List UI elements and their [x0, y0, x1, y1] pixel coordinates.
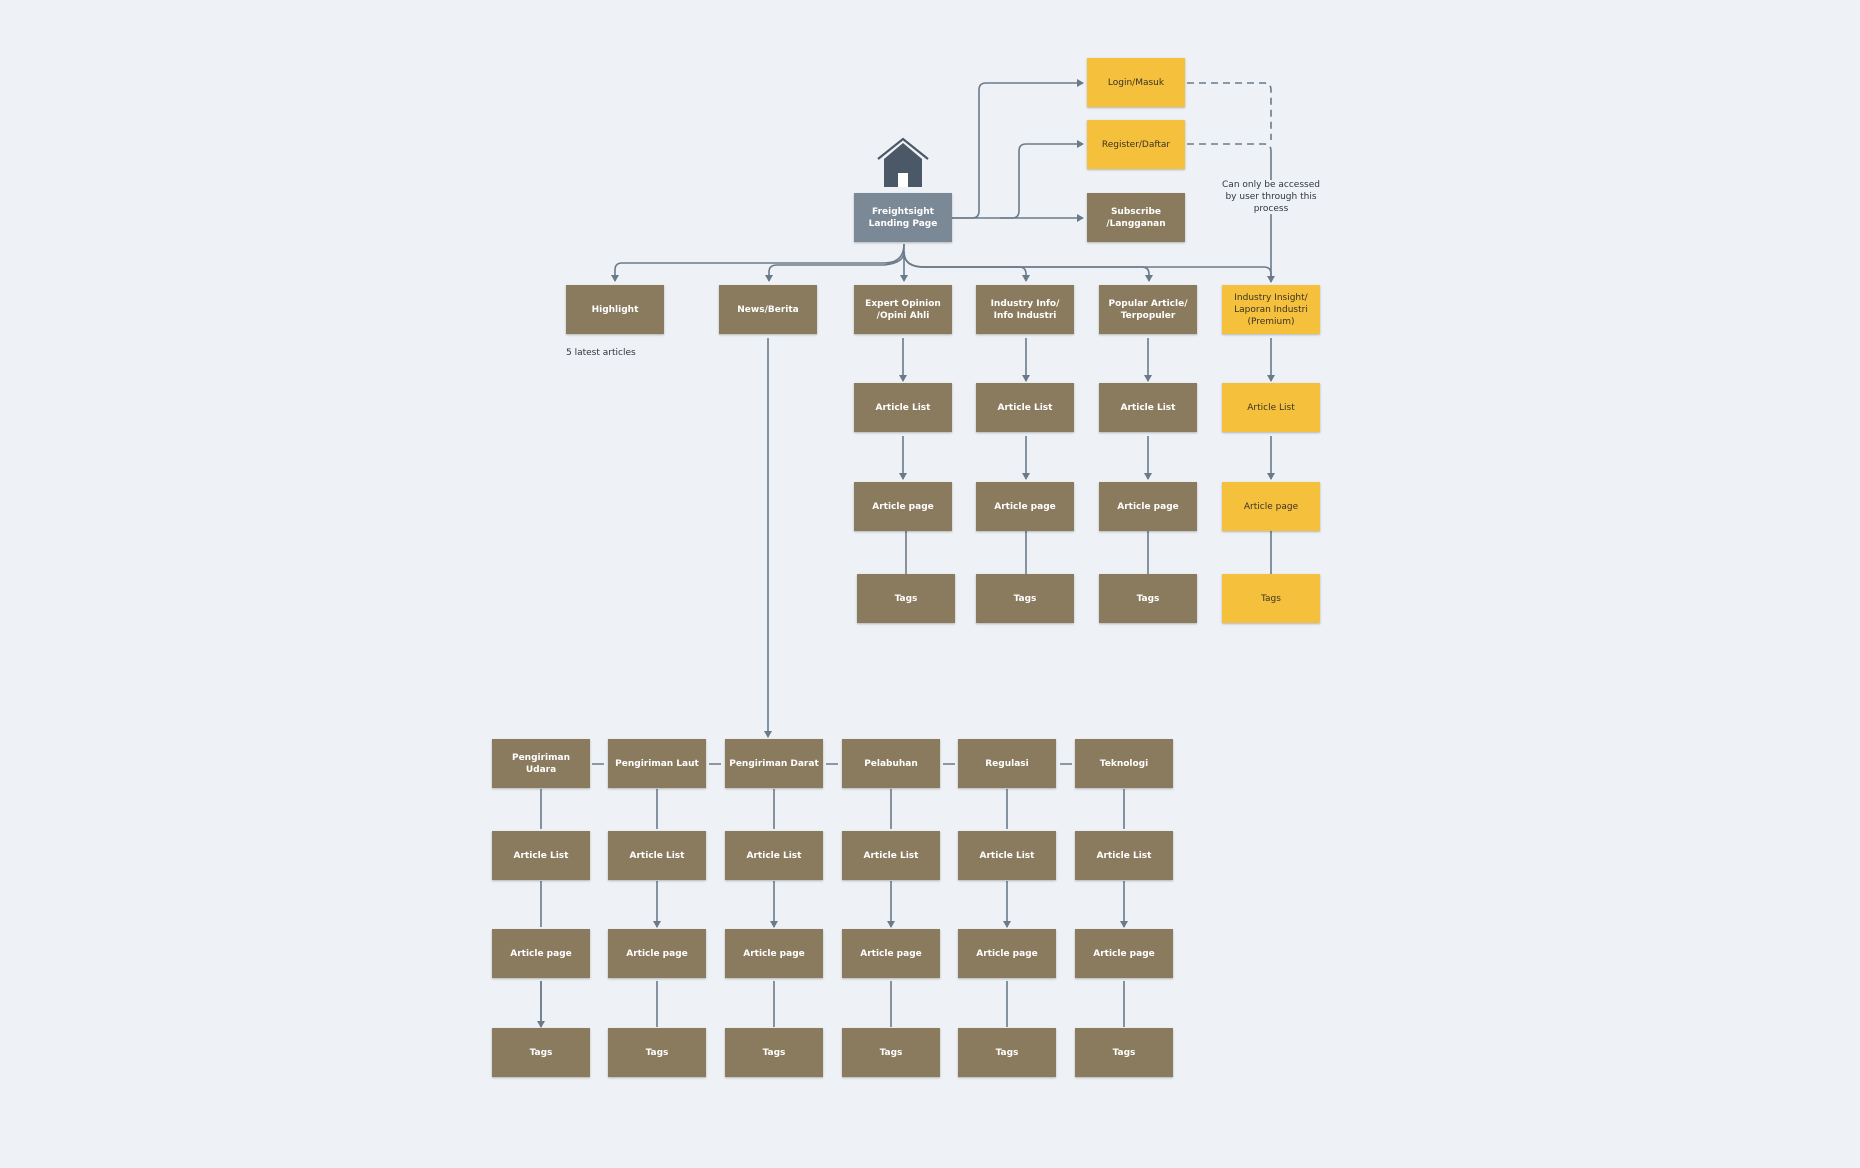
register-node[interactable]: Register/Daftar	[1087, 120, 1185, 169]
landing-page-node[interactable]: Freightsight Landing Page	[854, 193, 952, 242]
darat-article-page[interactable]: Article page	[725, 929, 823, 978]
laut-article-page[interactable]: Article page	[608, 929, 706, 978]
expert-tags[interactable]: Tags	[857, 574, 955, 623]
pelabuhan-tags[interactable]: Tags	[842, 1028, 940, 1077]
news-node[interactable]: News/Berita	[719, 285, 817, 334]
teknologi-tags[interactable]: Tags	[1075, 1028, 1173, 1077]
industry-insight-node[interactable]: Industry Insight/ Laporan Industri (Prem…	[1222, 285, 1320, 334]
subscribe-node[interactable]: Subscribe /Langganan	[1087, 193, 1185, 242]
udara-tags[interactable]: Tags	[492, 1028, 590, 1077]
sub-pengiriman-laut[interactable]: Pengiriman Laut	[608, 739, 706, 788]
darat-tags[interactable]: Tags	[725, 1028, 823, 1077]
pelabuhan-article-page[interactable]: Article page	[842, 929, 940, 978]
teknologi-article-page[interactable]: Article page	[1075, 929, 1173, 978]
regulasi-tags[interactable]: Tags	[958, 1028, 1056, 1077]
expert-article-list[interactable]: Article List	[854, 383, 952, 432]
popular-article-node[interactable]: Popular Article/ Terpopuler	[1099, 285, 1197, 334]
highlight-note: 5 latest articles	[566, 348, 636, 358]
insight-article-list[interactable]: Article List	[1222, 383, 1320, 432]
connector-to-insight-base	[903, 251, 1272, 282]
pelabuhan-article-list[interactable]: Article List	[842, 831, 940, 880]
laut-article-list[interactable]: Article List	[608, 831, 706, 880]
sub-regulasi[interactable]: Regulasi	[958, 739, 1056, 788]
expert-opinion-node[interactable]: Expert Opinion /Opini Ahli	[854, 285, 952, 334]
insight-article-page[interactable]: Article page	[1222, 482, 1320, 531]
darat-article-list[interactable]: Article List	[725, 831, 823, 880]
teknologi-article-list[interactable]: Article List	[1075, 831, 1173, 880]
highlight-node[interactable]: Highlight	[566, 285, 664, 334]
laut-tags[interactable]: Tags	[608, 1028, 706, 1077]
popular-article-page[interactable]: Article page	[1099, 482, 1197, 531]
sub-pengiriman-darat[interactable]: Pengiriman Darat	[725, 739, 823, 788]
popular-article-list[interactable]: Article List	[1099, 383, 1197, 432]
industry-info-node[interactable]: Industry Info/ Info Industri	[976, 285, 1074, 334]
connector-lower-tags	[540, 981, 1125, 1027]
connector-to-login	[952, 79, 1084, 219]
dashed-connector-login	[1187, 82, 1272, 140]
home-icon	[877, 137, 929, 187]
popular-tags[interactable]: Tags	[1099, 574, 1197, 623]
insight-tags[interactable]: Tags	[1222, 574, 1320, 623]
regulasi-article-page[interactable]: Article page	[958, 929, 1056, 978]
udara-article-page[interactable]: Article page	[492, 929, 590, 978]
sub-teknologi[interactable]: Teknologi	[1075, 739, 1173, 788]
industry-info-article-page[interactable]: Article page	[976, 482, 1074, 531]
industry-info-tags[interactable]: Tags	[976, 574, 1074, 623]
sub-pelabuhan[interactable]: Pelabuhan	[842, 739, 940, 788]
udara-article-list[interactable]: Article List	[492, 831, 590, 880]
expert-article-page[interactable]: Article page	[854, 482, 952, 531]
login-node[interactable]: Login/Masuk	[1087, 58, 1185, 107]
dashed-connector-register	[1187, 143, 1272, 152]
sub-pengiriman-udara[interactable]: Pengiriman Udara	[492, 739, 590, 788]
connector-to-register	[1000, 140, 1084, 219]
connector-to-highlight	[611, 243, 905, 282]
industry-info-article-list[interactable]: Article List	[976, 383, 1074, 432]
access-note: Can only be accessed by user through thi…	[1222, 180, 1320, 214]
regulasi-article-list[interactable]: Article List	[958, 831, 1056, 880]
connector-to-news	[765, 251, 905, 282]
